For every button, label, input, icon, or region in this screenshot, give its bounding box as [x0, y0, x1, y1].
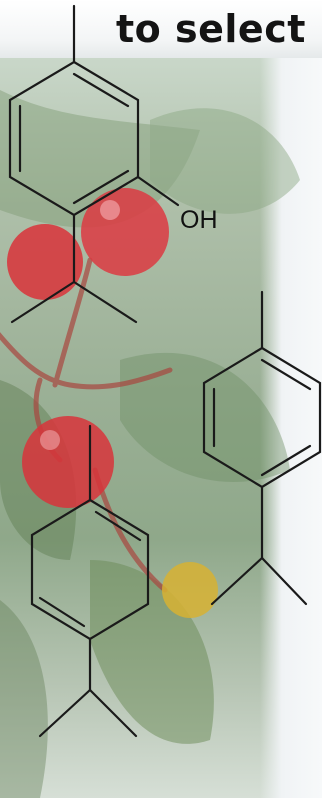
gamma-terpinene-structure: [30, 424, 150, 738]
leaf: [0, 90, 200, 228]
berry: [162, 562, 218, 618]
stem: [52, 257, 93, 388]
background-fade: [260, 58, 322, 798]
title-band: to select: [0, 0, 322, 58]
berry-highlight: [40, 430, 60, 450]
leaf: [0, 600, 48, 798]
slide-title: to select: [116, 7, 306, 51]
p-cymene-structure: [202, 290, 322, 606]
leaf: [90, 560, 214, 744]
berry: [7, 224, 83, 300]
thymol-structure: [8, 4, 180, 324]
leaf: [150, 108, 300, 214]
stem: [0, 332, 173, 390]
hydroxyl-label: OH: [180, 206, 218, 234]
berry-highlight: [100, 200, 120, 220]
leaf-group: [0, 90, 300, 798]
